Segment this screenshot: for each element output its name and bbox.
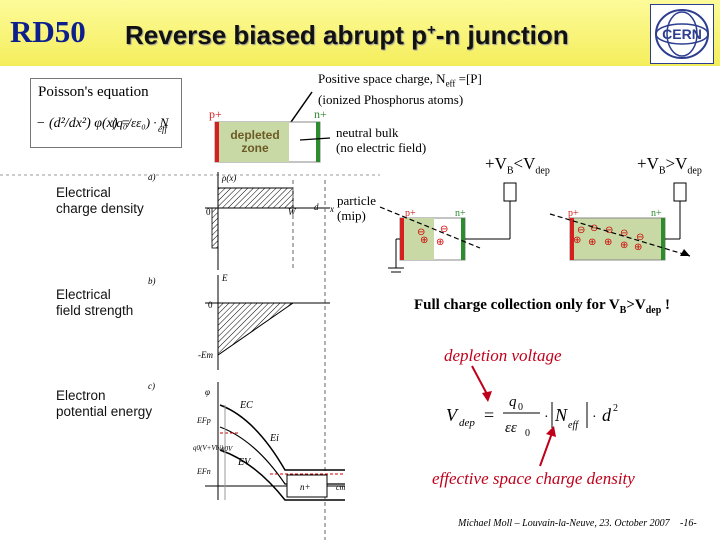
svg-text:φ: φ xyxy=(205,387,210,397)
svg-text:⊕: ⊕ xyxy=(420,235,428,246)
svg-text:ρ(x): ρ(x) xyxy=(221,173,236,183)
svg-text:q0V: q0V xyxy=(221,445,233,453)
svg-text:⊖: ⊖ xyxy=(440,224,448,235)
svg-text:εε: εε xyxy=(505,420,517,436)
bias-left-label: +VB<Vdep xyxy=(485,154,550,177)
neutral-bulk-label: neutral bulk(no electric field) xyxy=(336,125,427,155)
svg-text:n+: n+ xyxy=(651,208,662,219)
svg-text:=: = xyxy=(484,405,494,425)
svg-text:EC: EC xyxy=(239,400,253,411)
svg-text:Ei: Ei xyxy=(269,433,279,444)
svg-text:0: 0 xyxy=(208,300,213,310)
svg-text:0: 0 xyxy=(525,428,530,439)
svg-text:⊕: ⊕ xyxy=(573,235,581,246)
svg-text:⊕: ⊕ xyxy=(620,240,628,251)
svg-text:q: q xyxy=(509,394,517,410)
page-number: -16- xyxy=(680,518,697,529)
svg-text:b): b) xyxy=(148,276,156,286)
particle-label: particle(mip) xyxy=(337,193,376,223)
cern-logo-icon: CERN xyxy=(650,4,714,64)
effective-space-charge-label: effective space charge density xyxy=(432,469,635,488)
title-banner xyxy=(0,0,720,66)
svg-text:CERN: CERN xyxy=(662,26,702,42)
svg-text:dep: dep xyxy=(459,417,475,429)
svg-text:EFp: EFp xyxy=(196,416,211,425)
svg-text:⊕: ⊕ xyxy=(634,242,642,253)
svg-text:eff: eff xyxy=(158,124,168,134)
poisson-box xyxy=(30,78,182,148)
svg-text:2: 2 xyxy=(613,403,618,414)
svg-text:p+: p+ xyxy=(568,208,579,219)
svg-text:cm: cm xyxy=(336,483,346,492)
svg-text:⊕: ⊕ xyxy=(604,237,612,248)
svg-text:·: · xyxy=(592,410,597,425)
bias-right-label: +VB>Vdep xyxy=(637,154,702,177)
svg-text:E: E xyxy=(221,273,228,283)
depletion-voltage-label: depletion voltage xyxy=(444,346,562,365)
svg-text:⊖: ⊖ xyxy=(590,223,598,234)
svg-text:0: 0 xyxy=(518,402,523,413)
svg-text:p+: p+ xyxy=(405,208,416,219)
svg-text:d: d xyxy=(602,405,612,425)
poisson-label: Poisson's equation xyxy=(38,84,149,100)
svg-text:0: 0 xyxy=(206,207,211,217)
svg-text:eff: eff xyxy=(568,420,579,431)
slide-title: Reverse biased abrupt p+-n junction xyxy=(125,20,569,50)
svg-text:(q₀/εε₀) · N: (q₀/εε₀) · N xyxy=(112,115,170,130)
svg-text:d: d xyxy=(314,202,319,212)
svg-text:W: W xyxy=(288,207,297,217)
svg-text:⊕: ⊕ xyxy=(436,237,444,248)
svg-text:n+: n+ xyxy=(314,107,327,121)
svg-text:N: N xyxy=(554,405,568,425)
svg-text:− (d²/dx²) φ(x) =: − (d²/dx²) φ(x) = xyxy=(36,116,131,131)
svg-text:⊕: ⊕ xyxy=(588,237,596,248)
svg-text:-Em: -Em xyxy=(198,350,213,360)
svg-text:c): c) xyxy=(148,381,155,391)
svg-text:⊖: ⊖ xyxy=(636,232,644,243)
svg-text:EV: EV xyxy=(237,457,252,468)
svg-text:V: V xyxy=(446,405,459,425)
svg-text:⊖: ⊖ xyxy=(620,228,628,239)
svg-text:⊖: ⊖ xyxy=(417,227,425,238)
svg-text:p+: p+ xyxy=(209,107,222,121)
space-charge-label: Positive space charge, Neff =[P] (ionize… xyxy=(318,71,482,107)
svg-text:q0(V+Vbi): q0(V+Vbi) xyxy=(193,444,224,452)
svg-text:n+: n+ xyxy=(300,482,311,492)
svg-text:EFn: EFn xyxy=(196,467,211,476)
depleted-zone-label: depleted zone xyxy=(230,128,280,155)
svg-text:a): a) xyxy=(148,172,156,182)
svg-text:n+: n+ xyxy=(455,208,466,219)
svg-text:⊖: ⊖ xyxy=(577,225,585,236)
svg-text:·: · xyxy=(544,410,549,425)
svg-text:⊖: ⊖ xyxy=(605,225,613,236)
full-charge-collection-statement: Full charge collection only for VB>Vdep … xyxy=(414,297,671,316)
footer-author: Michael Moll – Louvain-la-Neuve, 23. Oct… xyxy=(458,518,670,529)
svg-text:x: x xyxy=(329,204,334,214)
rd50-logo: RD50 xyxy=(10,14,86,49)
